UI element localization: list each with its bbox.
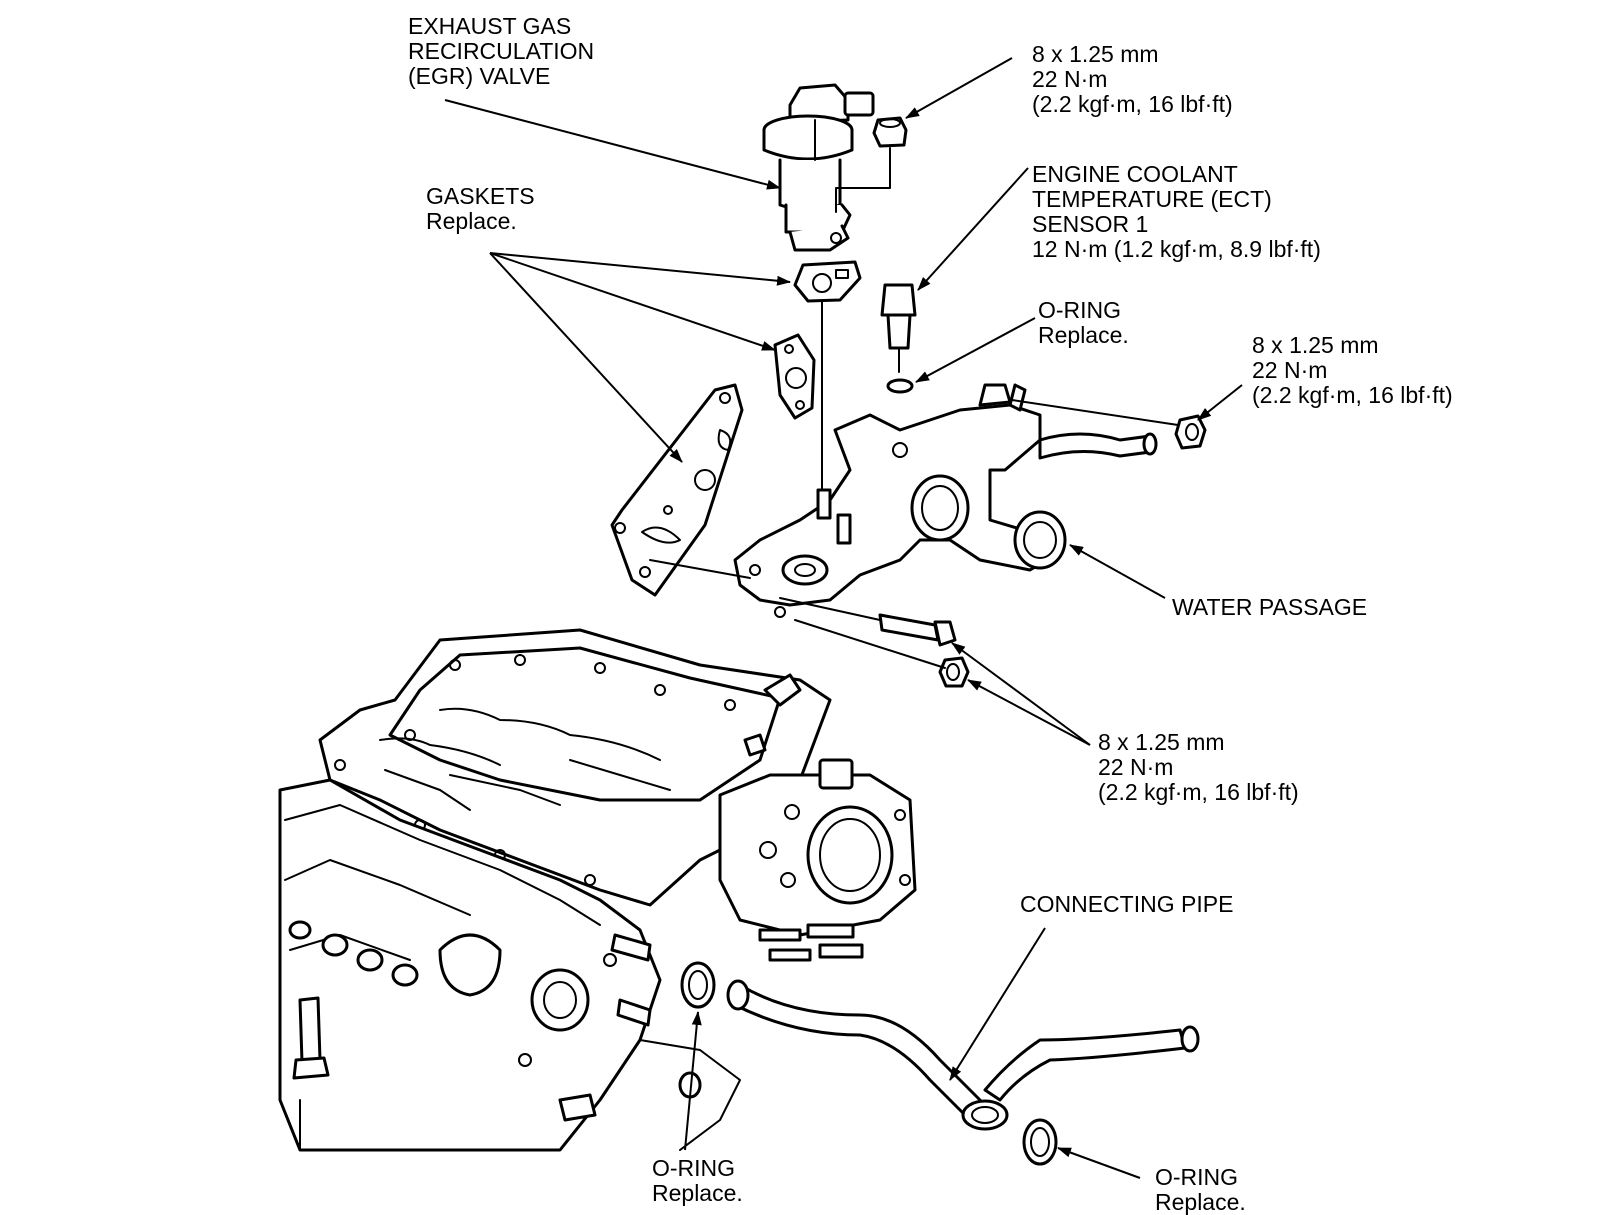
label-line: EXHAUST GAS xyxy=(408,13,572,39)
label-line: GASKETS xyxy=(426,183,535,209)
water-passage-body xyxy=(733,383,1067,618)
ect-sensor xyxy=(880,283,917,394)
egr-gasket xyxy=(793,260,862,303)
label-line: O-RING xyxy=(1155,1164,1239,1190)
label-oring-bottom-right: O-RING Replace. xyxy=(1155,1165,1246,1215)
oring-left xyxy=(680,961,716,1009)
label-water-passage: WATER PASSAGE xyxy=(1172,595,1367,620)
large-gasket xyxy=(610,383,744,597)
label-gaskets: GASKETS Replace. xyxy=(426,184,535,234)
label-oring-top: O-RING Replace. xyxy=(1038,298,1129,348)
label-line: 22 N·m xyxy=(1252,357,1328,383)
label-line: 8 x 1.25 mm xyxy=(1252,332,1379,358)
water-passage-outlet-pipe xyxy=(1038,432,1158,460)
oring-right xyxy=(1022,1118,1058,1166)
label-line: 12 N·m (1.2 kgf·m, 8.9 lbf·ft) xyxy=(1032,236,1321,262)
label-line: O-RING xyxy=(1038,297,1122,323)
label-line: 22 N·m xyxy=(1098,754,1174,780)
connecting-pipe xyxy=(726,979,1200,1131)
label-line: O-RING xyxy=(652,1155,736,1181)
middle-gasket xyxy=(773,333,816,420)
label-line: 22 N·m xyxy=(1032,66,1108,92)
stud-bolt xyxy=(878,613,957,647)
label-line: Replace. xyxy=(1038,322,1129,348)
label-line: (EGR) VALVE xyxy=(408,63,551,89)
leader-lines xyxy=(444,57,1243,1179)
water-passage-nut xyxy=(1174,414,1207,450)
label-water-passage-nut-spec: 8 x 1.25 mm 22 N·m (2.2 kgf·m, 16 lbf·ft… xyxy=(1252,333,1453,408)
egr-valve xyxy=(762,83,875,252)
throttle-body xyxy=(718,758,917,962)
label-oring-bottom-left: O-RING Replace. xyxy=(652,1156,743,1206)
label-line: CONNECTING PIPE xyxy=(1020,891,1234,917)
label-egr-nut-spec: 8 x 1.25 mm 22 N·m (2.2 kgf·m, 16 lbf·ft… xyxy=(1032,42,1233,117)
label-line: TEMPERATURE (ECT) xyxy=(1032,186,1272,212)
label-line: (2.2 kgf·m, 16 lbf·ft) xyxy=(1252,382,1453,408)
egr-nut xyxy=(872,116,908,148)
label-line: 8 x 1.25 mm xyxy=(1032,41,1159,67)
label-line: 8 x 1.25 mm xyxy=(1098,729,1225,755)
label-line: (2.2 kgf·m, 16 lbf·ft) xyxy=(1098,779,1299,805)
flange-nut xyxy=(938,656,970,688)
label-bolt-nut-spec: 8 x 1.25 mm 22 N·m (2.2 kgf·m, 16 lbf·ft… xyxy=(1098,730,1299,805)
label-line: (2.2 kgf·m, 16 lbf·ft) xyxy=(1032,91,1233,117)
label-line: ENGINE COOLANT xyxy=(1032,161,1238,187)
label-line: SENSOR 1 xyxy=(1032,211,1149,237)
label-egr-valve: EXHAUST GAS RECIRCULATION (EGR) VALVE xyxy=(408,14,594,89)
label-line: WATER PASSAGE xyxy=(1172,594,1368,620)
label-ect-sensor: ENGINE COOLANT TEMPERATURE (ECT) SENSOR … xyxy=(1032,162,1321,262)
label-connecting-pipe: CONNECTING PIPE xyxy=(1020,892,1233,917)
engine-block xyxy=(278,778,741,1152)
label-line: RECIRCULATION xyxy=(408,38,595,64)
label-line: Replace. xyxy=(426,208,517,234)
